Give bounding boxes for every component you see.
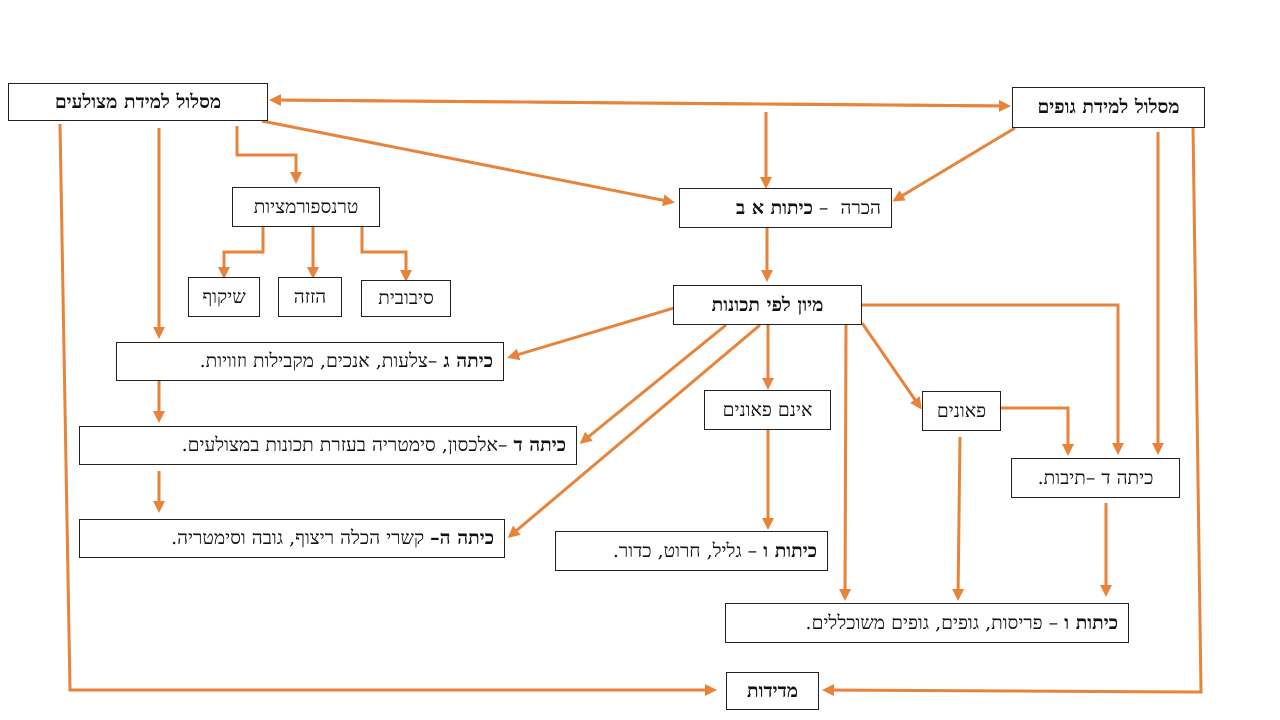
node-grade6-round-bold: כיתות ו <box>763 539 817 562</box>
arrow-to-rotation <box>360 226 412 282</box>
node-sort-by-properties-label: מיון לפי תכונות <box>711 293 824 316</box>
node-measurements-label: מדידות <box>747 679 798 702</box>
node-grade5: כיתה ה– קשרי הכלה ריצוף, גובה וסימטריה. <box>79 519 505 558</box>
node-not-faces: אינם פאונים <box>704 390 831 430</box>
node-shapes-path-label: מסלול למידת מצולעים <box>54 90 222 113</box>
arrow-faces-to-prisms <box>952 436 965 601</box>
node-recognition: הכרה – כיתות א ב <box>679 188 892 228</box>
node-grade4-shapes-plain: –אלכסון, סימטריה בעזרת תכונות במצולעים. <box>181 434 514 456</box>
node-rotation-label: סיבובית <box>378 287 434 309</box>
node-translation: הזזה <box>278 277 342 317</box>
node-shapes-path: מסלול למידת מצולעים <box>8 83 268 121</box>
arrow-to-reflection <box>218 226 265 279</box>
node-grade6-prisms: כיתות ו – פריסות, גופים, גופים משוכללים. <box>725 603 1129 643</box>
node-not-faces-label: אינם פאונים <box>722 398 813 421</box>
arrow-sort-to-grade3 <box>507 306 675 361</box>
node-grade5-bold: כיתה ה– <box>430 527 494 549</box>
arrow-sort-to-faces <box>860 322 922 410</box>
node-grade6-prisms-bold: כיתות ו <box>1064 611 1118 634</box>
node-grade5-plain: קשרי הכלה ריצוף, גובה וסימטריה. <box>171 527 431 549</box>
arrow-solids-to-measurements <box>822 125 1203 697</box>
node-grade3: כיתה ג –צלעות, אנכים, מקבילות וזוויות. <box>116 342 504 381</box>
node-grade4-shapes-bold: כיתה ד <box>513 434 566 456</box>
node-solids-path-label: מסלול למידת גופים <box>1037 96 1180 118</box>
node-sort-by-properties: מיון לפי תכונות <box>673 285 862 325</box>
arrow-solids-to-recognition <box>892 126 1016 202</box>
node-reflection: שיקוף <box>188 277 260 317</box>
node-recognition-bold: כיתות א ב <box>736 196 813 219</box>
arrow-sort-to-boxes <box>862 303 1124 455</box>
node-translation-label: הזזה <box>293 285 327 308</box>
arrow-paths-link-back <box>271 98 1011 112</box>
arrow-faces-to-boxes <box>1001 406 1074 456</box>
arrow-sort-to-grade5 <box>507 323 761 538</box>
arrow-shapes-to-measurements <box>58 123 717 696</box>
node-rotation: סיבובית <box>361 280 451 317</box>
node-grade3-plain: –צלעות, אנכים, מקבילות וזוויות. <box>199 350 444 372</box>
node-grade4-boxes: כיתה ד –תיבות. <box>1011 458 1180 498</box>
node-reflection-label: שיקוף <box>202 285 246 308</box>
node-transformations: טרנספורמציות <box>232 187 380 227</box>
node-transformations-label: טרנספורמציות <box>253 195 359 218</box>
node-grade6-round-plain: – גליל, חרוט, כדור. <box>612 539 764 562</box>
node-grade6-round: כיתות ו – גליל, חרוט, כדור. <box>555 531 828 571</box>
node-faces-label: פאונים <box>936 399 987 422</box>
node-measurements: מדידות <box>726 672 819 710</box>
node-grade4-shapes: כיתה ד –אלכסון, סימטריה בעזרת תכונות במצ… <box>79 426 577 465</box>
arrow-shapes-to-transformations <box>235 126 302 184</box>
arrow-sort-to-grade4 <box>579 323 727 444</box>
node-recognition-plain: הכרה – <box>812 196 881 219</box>
node-grade4-boxes-label: כיתה ד –תיבות. <box>1037 466 1154 489</box>
node-grade3-bold: כיתה ג <box>443 350 493 372</box>
node-grade6-prisms-plain: – פריסות, גופים, גופים משוכללים. <box>805 611 1065 634</box>
node-solids-path: מסלול למידת גופים <box>1012 87 1205 128</box>
node-faces: פאונים <box>922 391 1001 431</box>
arrow-shapes-to-recognition <box>261 119 675 207</box>
arrow-sort-to-prisms <box>839 324 852 601</box>
